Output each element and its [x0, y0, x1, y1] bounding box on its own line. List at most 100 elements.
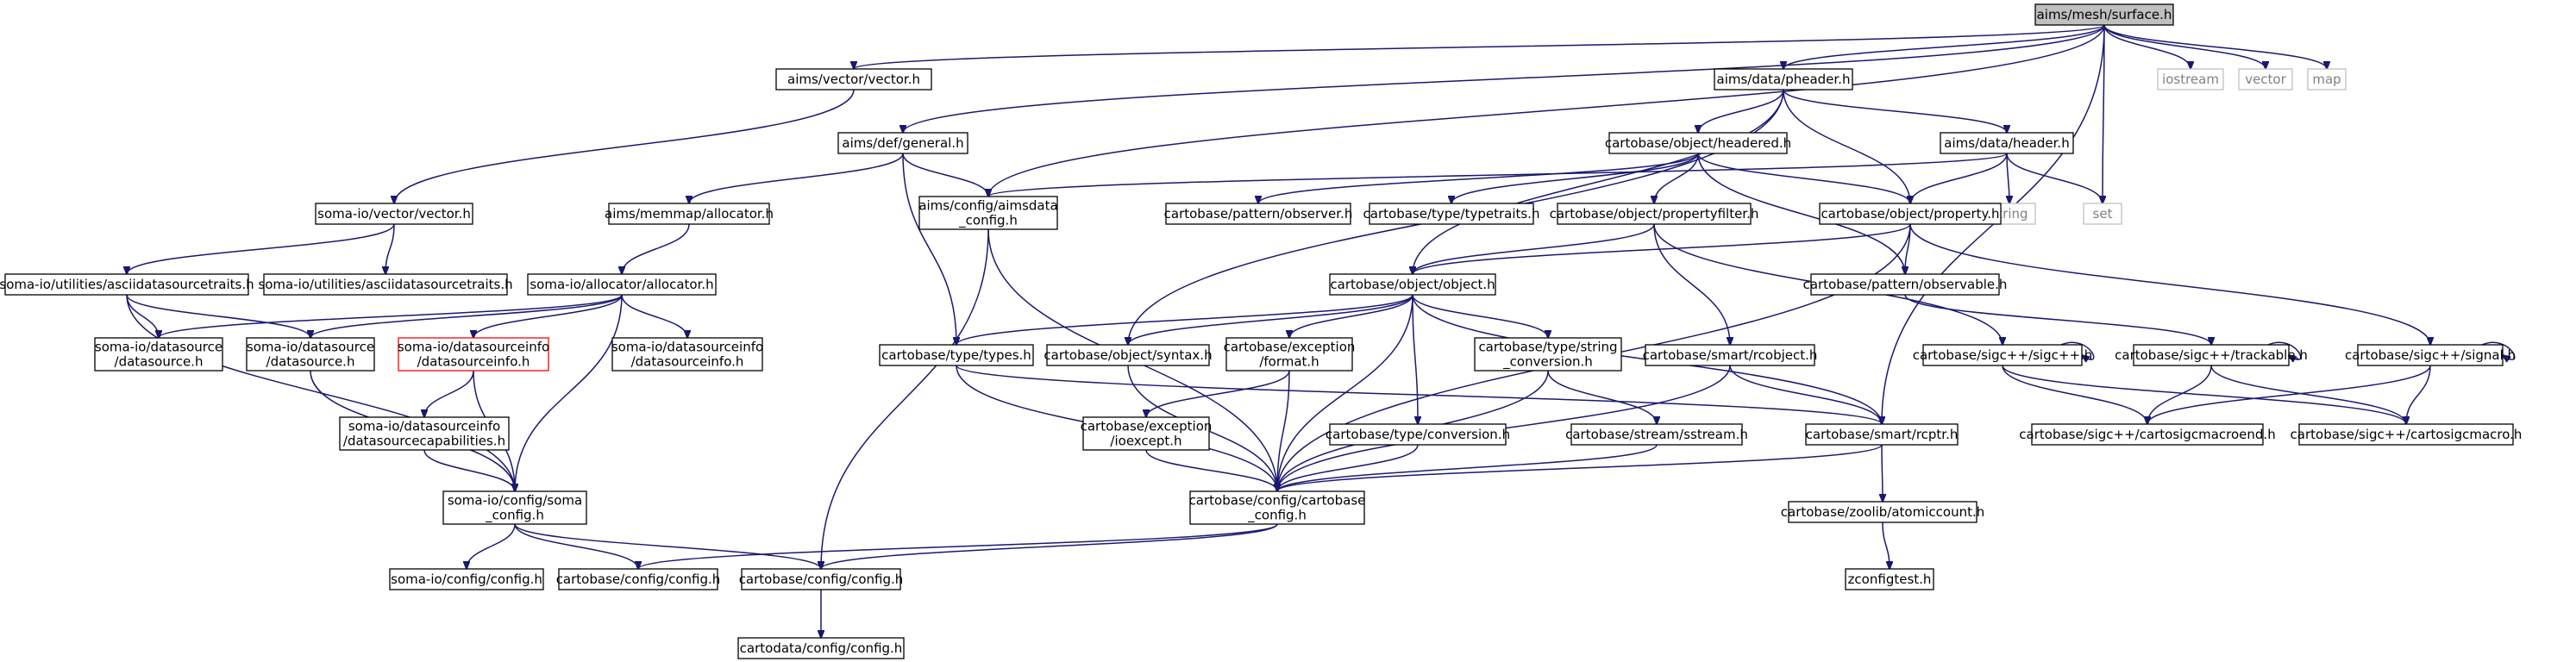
node-label: cartobase/type/typetraits.h [1363, 206, 1540, 222]
node-label: cartobase/object/propertyfilter.h [1550, 206, 1759, 222]
edge-pheader-to-property [1783, 89, 1910, 203]
node-aimsdata[interactable]: aims/config/aimsdata_config.h [918, 196, 1058, 230]
node-box [2083, 203, 2122, 225]
node-types[interactable]: cartobase/type/types.h [879, 344, 1034, 366]
node-label: soma-io/utilities/asciidatasourcetraits.… [0, 277, 254, 292]
node-label: iostream [2162, 72, 2219, 87]
node-label: soma-io/allocator/allocator.h [530, 277, 713, 292]
node-propfilter[interactable]: cartobase/object/propertyfilter.h [1550, 203, 1759, 225]
node-box [1225, 337, 1353, 372]
node-label: cartobase/type/string [1478, 340, 1617, 355]
node-box [918, 196, 1058, 230]
node-box [398, 337, 549, 372]
node-label: cartobase/sigc++/sigc++.h [1913, 347, 2093, 363]
node-header[interactable]: aims/data/header.h [1940, 132, 2074, 154]
edge-surface-to-map [2103, 24, 2327, 69]
node-general[interactable]: aims/def/general.h [837, 132, 968, 154]
edge-aimsdata-to-cbconfig2 [821, 228, 989, 569]
node-ascii1[interactable]: soma-io/utilities/asciidatasourcetraits.… [0, 273, 254, 296]
node-observer[interactable]: cartobase/pattern/observer.h [1164, 203, 1353, 225]
node-object[interactable]: cartobase/object/object.h [1329, 273, 1496, 296]
node-memalloc[interactable]: aims/memmap/allocator.h [605, 203, 774, 225]
edge-headered-to-property [1697, 153, 1910, 203]
edge-ascii1-to-somacfg [126, 294, 515, 491]
edge-dscap-to-somacfg [423, 449, 515, 491]
node-typetraits[interactable]: cartobase/type/typetraits.h [1363, 203, 1540, 225]
edge-surface-to-iostream [2103, 24, 2191, 69]
edge-headered-to-typetraits [1451, 153, 1699, 203]
node-macroend[interactable]: cartobase/sigc++/cartosigcmacroend.h [2019, 423, 2276, 446]
node-label: cartobase/exception [1081, 419, 1213, 434]
node-label: /ioexcept.h [1110, 434, 1181, 449]
edge-propfilter-to-rcobject [1653, 223, 1730, 345]
node-box [741, 568, 901, 590]
node-label: _config.h [1247, 508, 1307, 524]
node-cdconfig[interactable]: cartodata/config/config.h [737, 637, 905, 659]
node-ioexcept[interactable]: cartobase/exception/ioexcept.h [1081, 416, 1213, 451]
node-dscap[interactable]: soma-io/datasourceinfo/datasourcecapabil… [339, 416, 510, 451]
edge-object-to-conversion [1412, 294, 1418, 424]
node-surface[interactable]: aims/mesh/surface.h [2034, 3, 2174, 26]
edge-aimsvec-to-somavec [394, 89, 855, 203]
node-label: set [2093, 206, 2113, 222]
node-box [1608, 132, 1788, 154]
node-somavec[interactable]: soma-io/vector/vector.h [315, 203, 473, 225]
node-headered[interactable]: cartobase/object/headered.h [1605, 132, 1791, 154]
node-box [2157, 68, 2224, 91]
node-dsinfo2[interactable]: soma-io/datasourceinfo/datasourceinfo.h [611, 337, 763, 372]
node-ds2[interactable]: soma-io/datasource/datasource.h [246, 337, 375, 372]
node-atomic[interactable]: cartobase/zoolib/atomiccount.h [1781, 501, 1984, 523]
node-sigcpp[interactable]: cartobase/sigc++/sigc++.h [1913, 344, 2093, 366]
node-trackable[interactable]: cartobase/sigc++/trackable.h [2115, 344, 2308, 366]
node-box [1165, 203, 1351, 225]
node-box [246, 337, 375, 372]
edge-headered-to-propfilter [1654, 153, 1699, 203]
node-cbconfig2[interactable]: cartobase/config/config.h [739, 568, 904, 590]
node-strconv[interactable]: cartobase/type/string_conversion.h [1474, 337, 1622, 372]
node-format[interactable]: cartobase/exception/format.h [1224, 337, 1356, 372]
node-rcobject[interactable]: cartobase/smart/rcobject.h [1643, 344, 1818, 366]
edge-types-to-rcptr [956, 365, 1882, 424]
node-cbcfg[interactable]: cartobase/config/cartobase_config.h [1189, 490, 1366, 525]
node-rcptr[interactable]: cartobase/smart/rcptr.h [1805, 423, 1959, 446]
node-pheader[interactable]: aims/data/pheader.h [1714, 68, 1853, 91]
node-label: cartobase/smart/rcptr.h [1806, 427, 1959, 442]
edge-trackable-to-trackable [2267, 341, 2302, 359]
edge-somaalloc-to-ds2 [310, 294, 623, 338]
node-observable[interactable]: cartobase/pattern/observable.h [1803, 273, 2008, 296]
node-cbconfig1[interactable]: cartobase/config/config.h [556, 568, 721, 590]
edge-pheader-to-header [1783, 89, 2007, 133]
node-somaconfig[interactable]: soma-io/config/config.h [389, 568, 544, 590]
node-label: aims/memmap/allocator.h [605, 206, 774, 222]
node-label: aims/def/general.h [842, 135, 963, 151]
edge-headered-to-observer [1258, 153, 1699, 203]
edge-sigcpp-to-macroend [2002, 365, 2147, 424]
node-label: cartobase/object/object.h [1330, 277, 1495, 292]
node-box [611, 337, 763, 372]
edge-signal-to-macro [2406, 365, 2431, 424]
node-conversion[interactable]: cartobase/type/conversion.h [1326, 423, 1510, 446]
node-label: cartobase/config/cartobase [1189, 493, 1366, 509]
node-ds1[interactable]: soma-io/datasource/datasource.h [94, 337, 223, 372]
edge-sstream-to-cbcfg [1277, 444, 1658, 491]
edge-ascii1-to-ds2 [126, 294, 310, 338]
node-somaalloc[interactable]: soma-io/allocator/allocator.h [527, 273, 717, 296]
node-dsinfo[interactable]: soma-io/datasourceinfo/datasourceinfo.h [398, 337, 549, 372]
node-signal[interactable]: cartobase/sigc++/signal.h [2345, 344, 2516, 366]
edge-object-to-strconv [1412, 294, 1548, 338]
node-ascii2[interactable]: soma-io/utilities/asciidatasourcetraits.… [258, 273, 513, 296]
node-zconfig[interactable]: zconfigtest.h [1845, 568, 1934, 590]
node-box [2133, 344, 2290, 366]
node-label: cartobase/pattern/observable.h [1803, 277, 2008, 292]
node-macro[interactable]: cartobase/sigc++/cartosigcmacro.h [2291, 423, 2523, 446]
edge-surface-to-aimsvec [854, 24, 2105, 69]
node-property[interactable]: cartobase/object/property.h [1819, 203, 2002, 225]
node-somacfg[interactable]: soma-io/config/soma_config.h [442, 490, 587, 525]
node-sstream[interactable]: cartobase/stream/sstream.h [1565, 423, 1748, 446]
edge-surface-to-general [903, 24, 2105, 133]
node-aimsvec[interactable]: aims/vector/vector.h [775, 68, 932, 91]
edge-somaalloc-to-dsinfo [473, 294, 623, 338]
node-syntax[interactable]: cartobase/object/syntax.h [1044, 344, 1213, 366]
